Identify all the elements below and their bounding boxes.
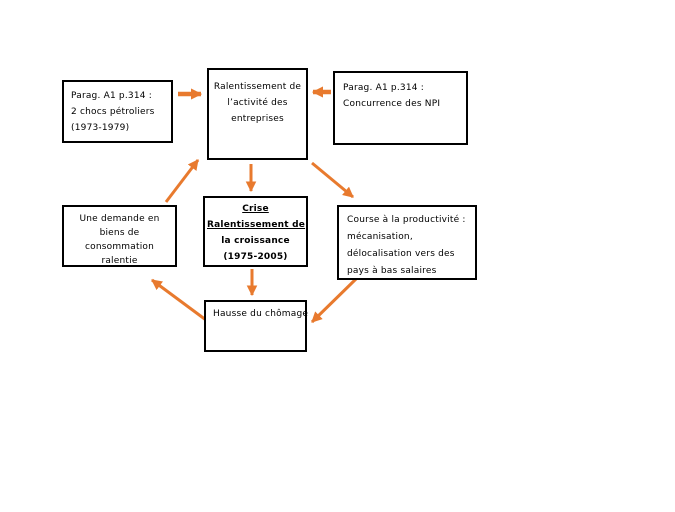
box-text-line: consommation (84, 242, 155, 252)
box-demand-slowdown: Une demande en biens de consommation ral… (62, 205, 177, 267)
box-text-line: ralentie (101, 256, 138, 266)
box-text-line: Crise (242, 204, 269, 214)
box-text-line: Hausse du chômage (213, 309, 309, 319)
arrow-demand-to-slowdown (164, 159, 200, 203)
box-crisis: Crise Ralentissement de la croissance (1… (203, 196, 308, 267)
box-text-line: (1973-1979) (71, 123, 130, 133)
arrow-unemployment-to-demand (151, 278, 207, 322)
box-text-line: pays à bas salaires (347, 266, 437, 276)
box-text-line: biens de (99, 228, 140, 238)
box-text-line: Parag. A1 p.314 : (71, 91, 152, 101)
box-activity-slowdown: Ralentissement de l’activité des entrepr… (207, 68, 308, 160)
box-text-line: Une demande en (79, 214, 160, 224)
box-unemployment: Hausse du chômage (204, 300, 309, 352)
box-productivity-race: Course à la productivité : mécanisation,… (337, 205, 477, 280)
box-text-line: mécanisation, (347, 232, 413, 242)
box-text-line: Course à la productivité : (347, 215, 466, 225)
box-text-line: Parag. A1 p.314 : (343, 83, 424, 93)
box-text-line: l’activité des (227, 98, 288, 108)
arrow-productivity-to-unemployment (310, 276, 359, 324)
box-text-line: Ralentissement de (213, 82, 302, 92)
box-npi-competition: Parag. A1 p.314 : Concurrence des NPI (333, 71, 468, 145)
box-text-line: (1975-2005) (223, 252, 288, 262)
box-oil-shocks: Parag. A1 p.314 : 2 chocs pétroliers (19… (62, 80, 173, 143)
box-text-line: Ralentissement de (207, 220, 306, 230)
box-text-line: entreprises (231, 114, 284, 124)
box-text-line: la croissance (221, 236, 290, 246)
box-text-line: Concurrence des NPI (343, 99, 441, 109)
box-text-line: 2 chocs pétroliers (71, 107, 155, 117)
box-text-line: délocalisation vers des (347, 249, 455, 259)
arrow-slowdown-to-productivity (311, 161, 354, 199)
